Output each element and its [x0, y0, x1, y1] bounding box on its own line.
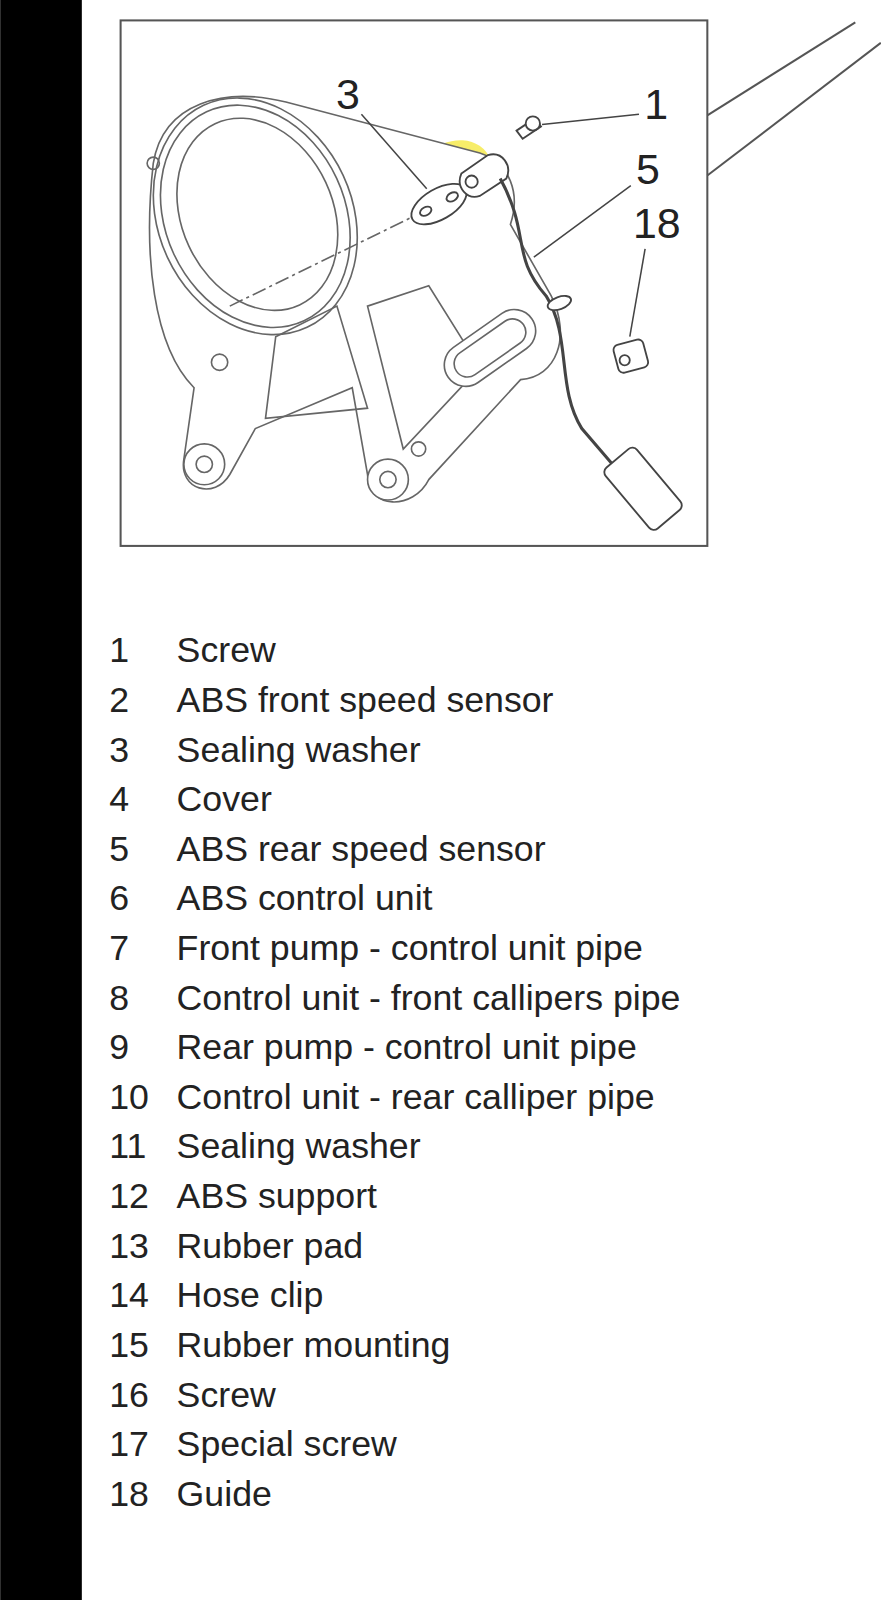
part-name: Front pump - control unit pipe — [177, 927, 643, 970]
part-number: 6 — [109, 877, 129, 920]
part-number: 14 — [109, 1274, 149, 1317]
part-name: Special screw — [177, 1423, 397, 1466]
part-number: 9 — [109, 1026, 129, 1069]
part-name: Screw — [177, 629, 276, 672]
callout-number: 1 — [644, 79, 668, 130]
part-number: 11 — [109, 1125, 146, 1168]
black-side-bar — [0, 0, 82, 1600]
part-name: Sealing washer — [177, 728, 421, 771]
part-number: 4 — [109, 778, 129, 821]
part-name: ABS control unit — [177, 877, 433, 920]
part-number: 1 — [109, 629, 129, 672]
part-number: 18 — [109, 1472, 149, 1515]
part-name: Cover — [177, 778, 272, 821]
part-number: 13 — [109, 1224, 149, 1267]
callout-number: 5 — [636, 144, 660, 195]
part-name: Control unit - front callipers pipe — [177, 976, 681, 1019]
part-number: 15 — [109, 1323, 149, 1366]
part-number: 3 — [109, 728, 129, 771]
part-name: Rear pump - control unit pipe — [177, 1026, 637, 1069]
sensor-drawing — [405, 116, 684, 532]
part-name: ABS rear speed sensor — [177, 827, 546, 870]
part-name: Rubber pad — [177, 1224, 364, 1267]
part-number: 7 — [109, 927, 129, 970]
part-name: Guide — [177, 1472, 272, 1515]
part-number: 2 — [109, 678, 129, 721]
part-number: 12 — [109, 1175, 149, 1218]
bracket-drawing — [116, 64, 561, 502]
part-name: Control unit - rear calliper pipe — [177, 1075, 655, 1118]
part-name: Hose clip — [177, 1274, 324, 1317]
part-name: ABS support — [177, 1175, 377, 1218]
part-number: 8 — [109, 976, 129, 1019]
part-number: 16 — [109, 1373, 149, 1416]
detail-frame — [121, 20, 881, 546]
part-name: Sealing washer — [177, 1125, 421, 1168]
leader-lines — [361, 114, 645, 336]
part-number: 17 — [109, 1423, 149, 1466]
part-name: ABS front speed sensor — [177, 678, 554, 721]
part-name: Screw — [177, 1373, 276, 1416]
part-number: 10 — [109, 1075, 149, 1118]
part-number: 5 — [109, 827, 129, 870]
part-name: Rubber mounting — [177, 1323, 451, 1366]
callout-number: 3 — [336, 69, 360, 120]
callout-number: 18 — [633, 198, 681, 249]
